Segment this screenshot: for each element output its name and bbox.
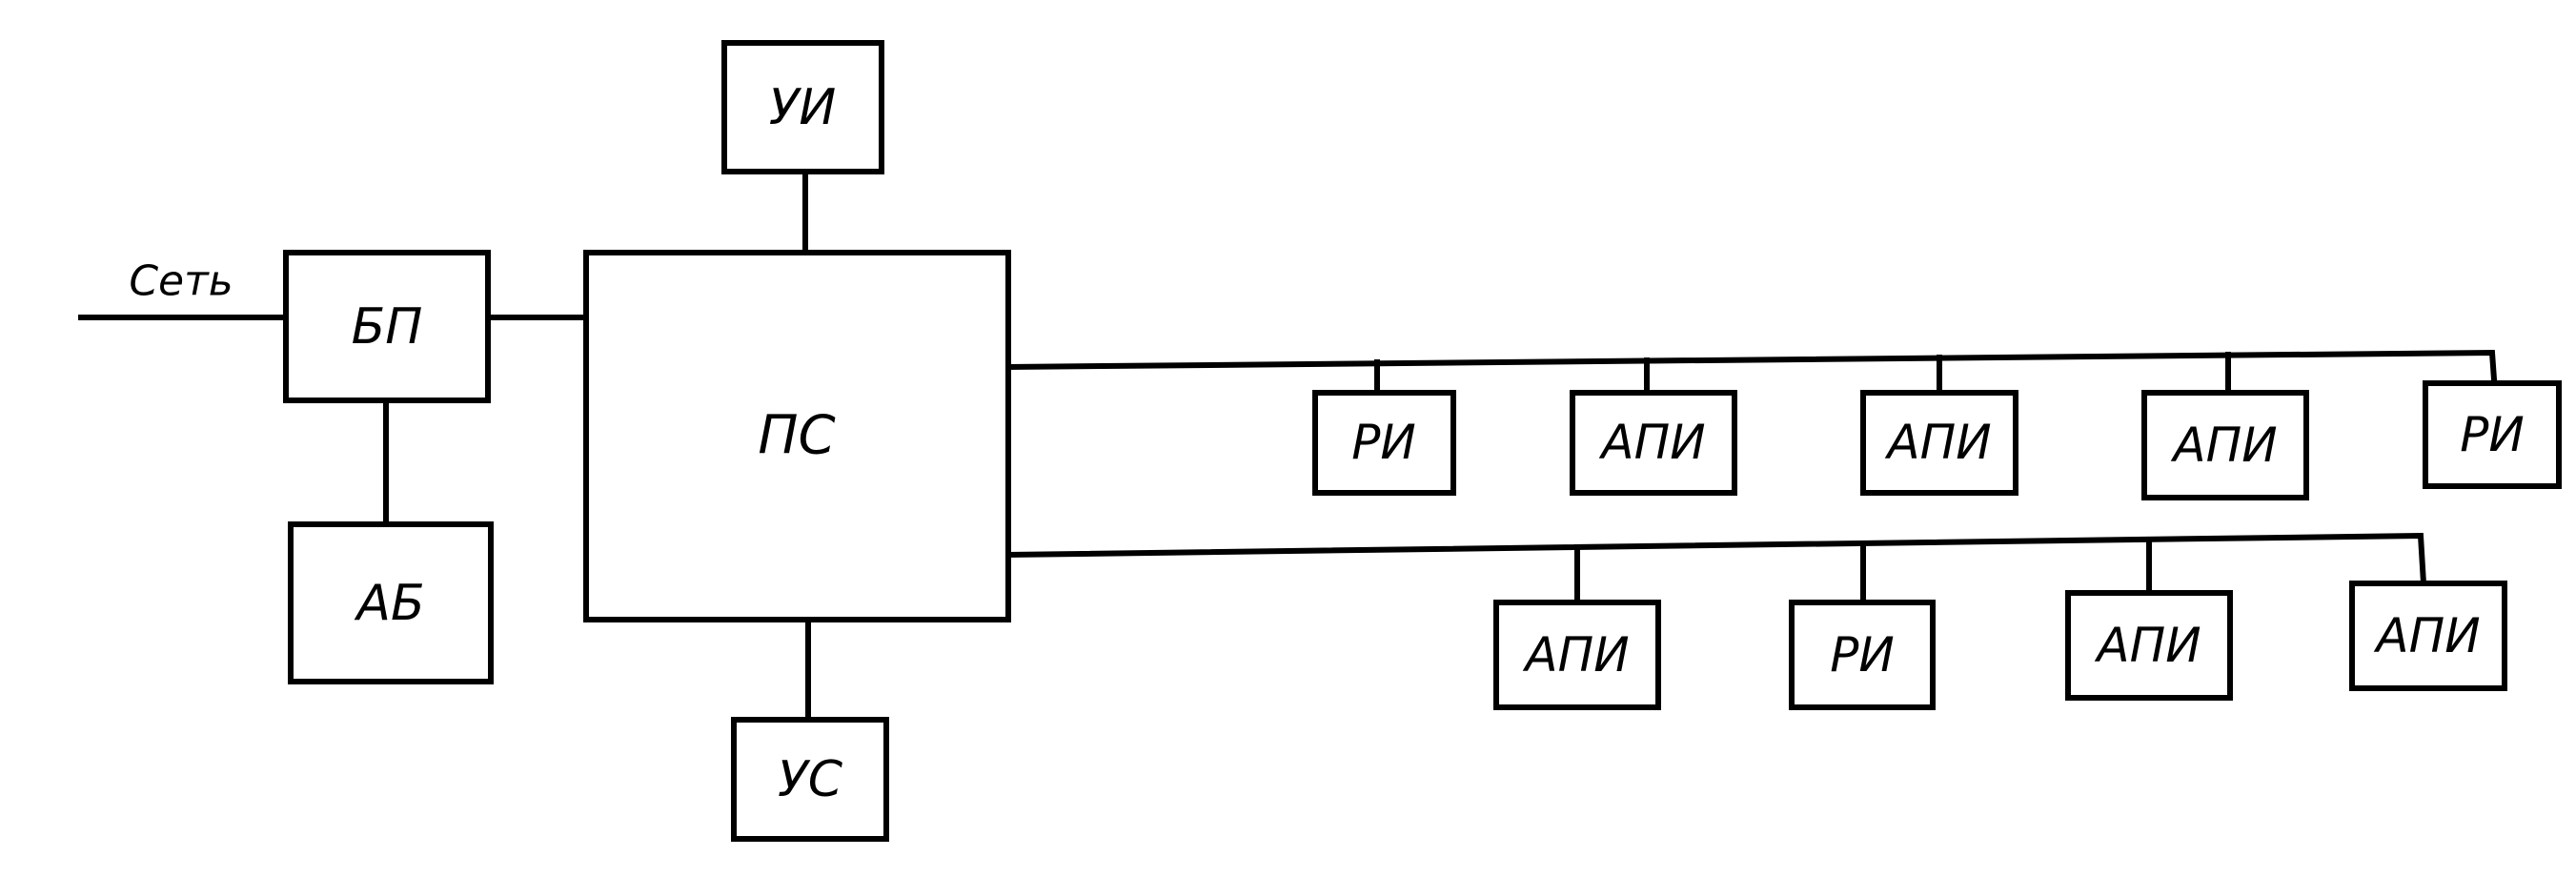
- line1-device-5-label: РИ: [2460, 407, 2525, 462]
- signal-block: УС: [731, 717, 889, 842]
- line1-device-4: АПИ: [2141, 390, 2309, 500]
- line1-device-2-label: АПИ: [1598, 415, 1705, 470]
- bus-line-1: [1004, 349, 2499, 397]
- line2-device-2-label: РИ: [1830, 627, 1895, 683]
- line1-device-3-label: АПИ: [1884, 415, 1991, 470]
- mains-label: Сеть: [129, 257, 233, 306]
- power-supply-label: БП: [352, 298, 423, 356]
- indicator-block: УИ: [721, 40, 884, 174]
- line2-device-3-label: АПИ: [2094, 618, 2201, 673]
- line2-device-4-label: АПИ: [2373, 608, 2480, 663]
- signal-label: УС: [778, 751, 843, 808]
- line1-device-3: АПИ: [1860, 390, 2018, 496]
- battery-block: АБ: [288, 521, 494, 684]
- battery-label: АБ: [354, 575, 424, 632]
- power-supply-block: БП: [283, 250, 491, 403]
- bus-line-2: [1004, 532, 2427, 587]
- line2-device-3: АПИ: [2065, 590, 2233, 701]
- line1-device-5: РИ: [2423, 380, 2562, 489]
- line1-device-1: РИ: [1312, 390, 1456, 496]
- station-block: ПС: [583, 250, 1011, 622]
- line2-device-1: АПИ: [1493, 600, 1661, 710]
- indicator-label: УИ: [769, 79, 837, 136]
- line2-device-1-label: АПИ: [1522, 627, 1629, 683]
- station-label: ПС: [758, 405, 835, 467]
- line2-device-2: РИ: [1789, 600, 1936, 710]
- line1-device-2: АПИ: [1570, 390, 1737, 496]
- line1-device-4-label: АПИ: [2170, 418, 2277, 473]
- line2-device-4: АПИ: [2349, 581, 2507, 691]
- line1-device-1-label: РИ: [1351, 415, 1416, 470]
